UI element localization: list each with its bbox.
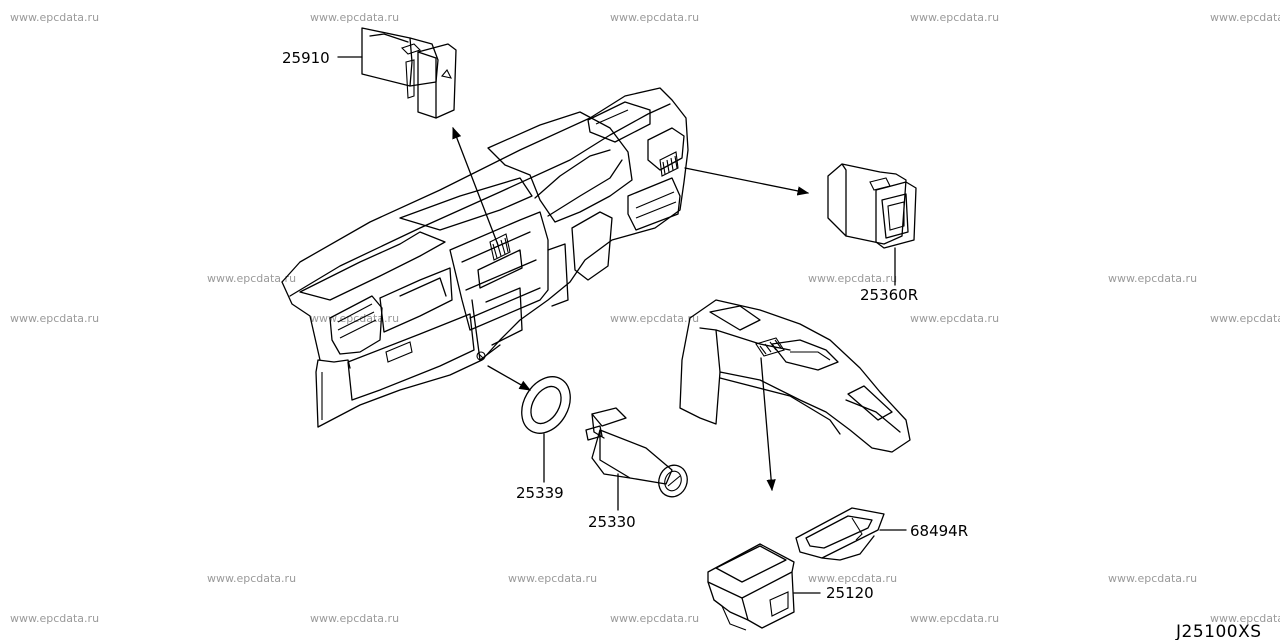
- watermark-layer: www.epcdata.ru www.epcdata.ru www.epcdata.…: [10, 11, 1280, 625]
- cigarette-ring-drawing: [521, 376, 571, 434]
- arrow-to-hazard-switch: [452, 126, 499, 246]
- watermark-text: www.epcdata.ru: [610, 612, 699, 625]
- center-console-drawing: [679, 299, 911, 453]
- watermark-text: www.epcdata.ru: [1108, 272, 1197, 285]
- watermark-text: www.epcdata.ru: [910, 11, 999, 24]
- diagram-code: J25100XS: [1175, 622, 1262, 640]
- watermark-text: www.epcdata.ru: [1210, 612, 1280, 625]
- watermark-text: www.epcdata.ru: [1210, 11, 1280, 24]
- instrument-panel-drawing: [281, 87, 689, 428]
- watermark-text: www.epcdata.ru: [610, 312, 699, 325]
- arrow-to-console-switch: [760, 357, 776, 492]
- watermark-text: www.epcdata.ru: [808, 272, 897, 285]
- watermark-text: www.epcdata.ru: [808, 572, 897, 585]
- part-label-25120: 25120: [826, 584, 874, 602]
- cigarette-lighter-drawing: [585, 407, 688, 498]
- watermark-text: www.epcdata.ru: [310, 312, 399, 325]
- watermark-text: www.epcdata.ru: [910, 612, 999, 625]
- arrow-to-side-switch: [684, 167, 810, 196]
- part-label-25330: 25330: [588, 513, 636, 531]
- hazard-switch-drawing: [361, 27, 457, 119]
- watermark-text: www.epcdata.ru: [207, 272, 296, 285]
- watermark-text: www.epcdata.ru: [310, 11, 399, 24]
- watermark-text: www.epcdata.ru: [1108, 572, 1197, 585]
- watermark-text: www.epcdata.ru: [10, 11, 99, 24]
- part-label-25360R: 25360R: [860, 286, 918, 304]
- center-switch-hatch: [489, 233, 511, 261]
- part-label-25910: 25910: [282, 49, 330, 67]
- arrow-to-lighter: [487, 365, 532, 391]
- watermark-text: www.epcdata.ru: [1210, 312, 1280, 325]
- watermark-text: www.epcdata.ru: [10, 312, 99, 325]
- console-bezel-drawing: [795, 507, 885, 561]
- right-switch-hatch: [659, 151, 679, 177]
- watermark-text: www.epcdata.ru: [310, 612, 399, 625]
- watermark-text: www.epcdata.ru: [207, 572, 296, 585]
- part-label-25339: 25339: [516, 484, 564, 502]
- hazard-triangle-icon: [440, 69, 453, 79]
- watermark-text: www.epcdata.ru: [910, 312, 999, 325]
- console-switch-drawing: [707, 543, 795, 631]
- watermark-text: www.epcdata.ru: [508, 572, 597, 585]
- part-label-68494R: 68494R: [910, 522, 968, 540]
- watermark-text: www.epcdata.ru: [610, 11, 699, 24]
- console-switch-hatch: [755, 337, 785, 357]
- watermark-text: www.epcdata.ru: [10, 612, 99, 625]
- side-switch-drawing: [827, 163, 917, 249]
